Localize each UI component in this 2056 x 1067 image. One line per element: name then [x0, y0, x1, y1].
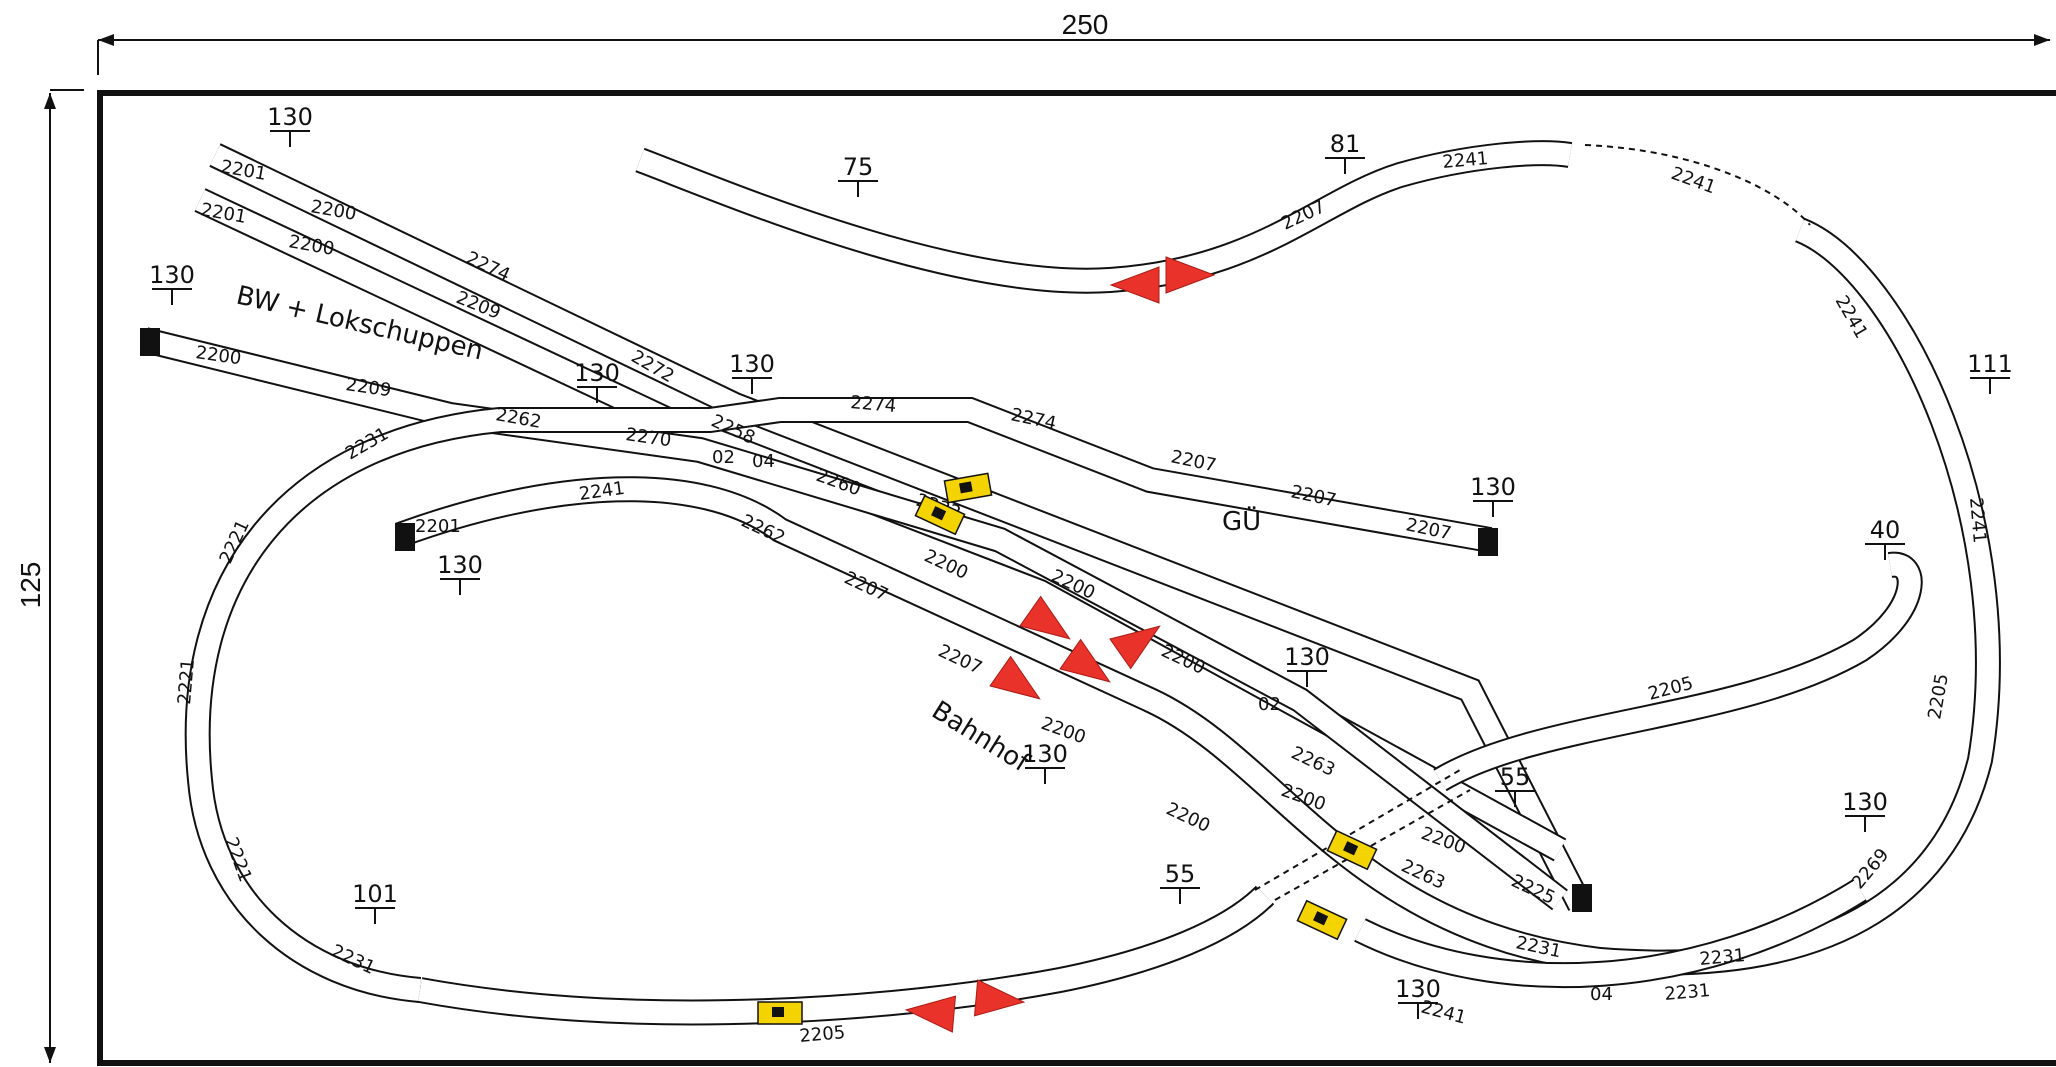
height-marker: 40 — [1865, 516, 1905, 560]
height-marker: 130 — [1395, 975, 1441, 1019]
direction-arrows — [904, 256, 1216, 1033]
height-value: 130 — [267, 103, 313, 131]
track-label: 2274 — [850, 392, 897, 417]
area-label-gue: GÜ — [1222, 505, 1261, 537]
track-label: 2205 — [799, 1022, 846, 1047]
width-label: 250 — [1062, 9, 1109, 40]
buffer-stop — [140, 328, 160, 356]
signal — [914, 494, 966, 536]
buffer-stop — [395, 523, 415, 551]
signal — [757, 1001, 803, 1025]
track-label: 2231 — [1699, 945, 1746, 970]
height-value: 130 — [574, 359, 620, 387]
signal — [1296, 899, 1348, 941]
signal — [1326, 829, 1378, 871]
height-value: 130 — [1842, 788, 1888, 816]
height-value: 130 — [1395, 975, 1441, 1003]
buffer-stops — [140, 328, 1592, 912]
height-value: 81 — [1330, 130, 1361, 158]
height-value: 40 — [1870, 516, 1901, 544]
height-value: 111 — [1967, 350, 2013, 378]
direction-arrow — [1165, 256, 1216, 294]
height-marker: 130 — [437, 551, 483, 595]
height-marker: 75 — [838, 153, 878, 197]
direction-arrow — [904, 995, 957, 1033]
track-label: 04 — [752, 451, 775, 472]
tracks — [141, 140, 2001, 1026]
height-marker: 130 — [267, 103, 313, 147]
height-marker: 55 — [1160, 860, 1200, 904]
height-value: 55 — [1500, 763, 1531, 791]
height-value: 130 — [1470, 473, 1516, 501]
track-label: 2241 — [1965, 497, 1990, 544]
track-label: 2241 — [1442, 148, 1489, 173]
signals — [757, 472, 1378, 1025]
height-marker: 130 — [574, 359, 620, 403]
height-value: 101 — [352, 880, 398, 908]
height-value: 130 — [729, 350, 775, 378]
signal — [943, 472, 993, 504]
height-marker: 81 — [1325, 130, 1365, 174]
track-label: 02 — [712, 447, 735, 468]
direction-arrow — [1019, 595, 1071, 640]
height-marker: 130 — [1470, 473, 1516, 517]
height-value: 130 — [149, 261, 195, 289]
height-marker: 55 — [1495, 763, 1535, 807]
height-labels: 130 130 75 81 130 130 130 130 130 111 40 130 55 130 10… — [149, 103, 2013, 1019]
height-marker: 130 — [1284, 643, 1330, 687]
direction-arrow — [989, 655, 1041, 700]
height-marker: 130 — [1842, 788, 1888, 832]
height-value: 75 — [843, 153, 874, 181]
height-value: 130 — [437, 551, 483, 579]
track-label: 2221 — [174, 658, 199, 705]
height-marker: 130 — [149, 261, 195, 305]
width-dimension: 250 — [97, 9, 2050, 75]
track-label: 2231 — [1664, 980, 1711, 1005]
buffer-stop — [1478, 528, 1498, 556]
track-label: 04 — [1590, 984, 1613, 1005]
direction-arrow — [1059, 638, 1111, 683]
height-marker: 101 — [352, 880, 398, 924]
direction-arrow — [973, 979, 1026, 1017]
height-label: 125 — [15, 562, 46, 609]
height-marker: 130 — [1022, 740, 1068, 784]
track-label: 02 — [1258, 694, 1281, 715]
height-value: 130 — [1284, 643, 1330, 671]
height-value: 55 — [1165, 860, 1196, 888]
track-label: 2201 — [415, 516, 461, 537]
direction-arrow — [1109, 266, 1160, 304]
height-value: 130 — [1022, 740, 1068, 768]
buffer-stop — [1572, 884, 1592, 912]
height-marker: 130 — [729, 350, 775, 394]
direction-arrow — [1109, 625, 1161, 670]
height-marker: 111 — [1967, 350, 2013, 394]
height-dimension: 125 — [15, 89, 84, 1063]
